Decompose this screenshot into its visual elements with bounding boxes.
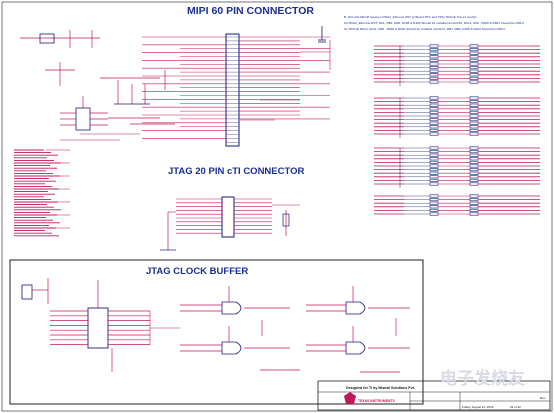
clock-connector bbox=[21, 284, 33, 300]
clock-buffer-section bbox=[21, 278, 410, 373]
mipi-left-wires bbox=[142, 36, 226, 139]
buffer-gate-4 bbox=[345, 341, 366, 355]
left-net-labels bbox=[14, 133, 140, 237]
buffer-gate-3 bbox=[345, 301, 366, 315]
jtag20-section bbox=[160, 196, 300, 251]
mipi-section-title: MIPI 60 PIN CONNECTOR bbox=[187, 5, 314, 17]
buffer-gate-2 bbox=[221, 341, 242, 355]
clock-buffer-box bbox=[9, 259, 424, 405]
buffer-ic bbox=[87, 307, 109, 349]
clock-buffer-title: JTAG CLOCK BUFFER bbox=[146, 266, 249, 277]
mipi-connector-section bbox=[142, 26, 331, 147]
ti-logo-icon bbox=[344, 392, 356, 404]
watermark: 电子发烧友 bbox=[440, 369, 525, 388]
jtag20-section-title: JTAG 20 PIN cTI CONNECTOR bbox=[168, 166, 305, 177]
title-date: Friday, August 21, 2015 bbox=[462, 405, 494, 409]
note-line-1: B. Ohm Ra NEGR between PRG2_Ethernet R0T… bbox=[344, 15, 476, 19]
title-rev: Rev bbox=[540, 396, 546, 400]
note-line-3: for TRACE RA10, RA11, R60 , R900 & R901 … bbox=[344, 27, 505, 31]
buffer-gate-1 bbox=[221, 301, 242, 315]
title-sheet: 22 of 42 bbox=[510, 405, 521, 409]
jtag20-connector-body bbox=[221, 196, 235, 238]
mipi-right-wires bbox=[239, 36, 331, 121]
title-company: TEXAS INSTRUMENTS bbox=[358, 399, 395, 403]
small-ic-u bbox=[75, 107, 91, 131]
regulator-block bbox=[39, 33, 55, 44]
mipi-connector-pins bbox=[226, 36, 239, 143]
note-line-2: for PRG2_Ethernet RST: RA1, RB1, RB2, R1… bbox=[344, 21, 524, 25]
mipi-connector-body bbox=[225, 33, 240, 147]
power-regulator-section bbox=[20, 30, 175, 131]
title-designed-for: Designed for TI by Mistral Solutions Pvt… bbox=[346, 386, 415, 390]
title-block: Designed for TI by Mistral Solutions Pvt… bbox=[317, 380, 551, 411]
right-resistor-banks bbox=[374, 44, 540, 216]
